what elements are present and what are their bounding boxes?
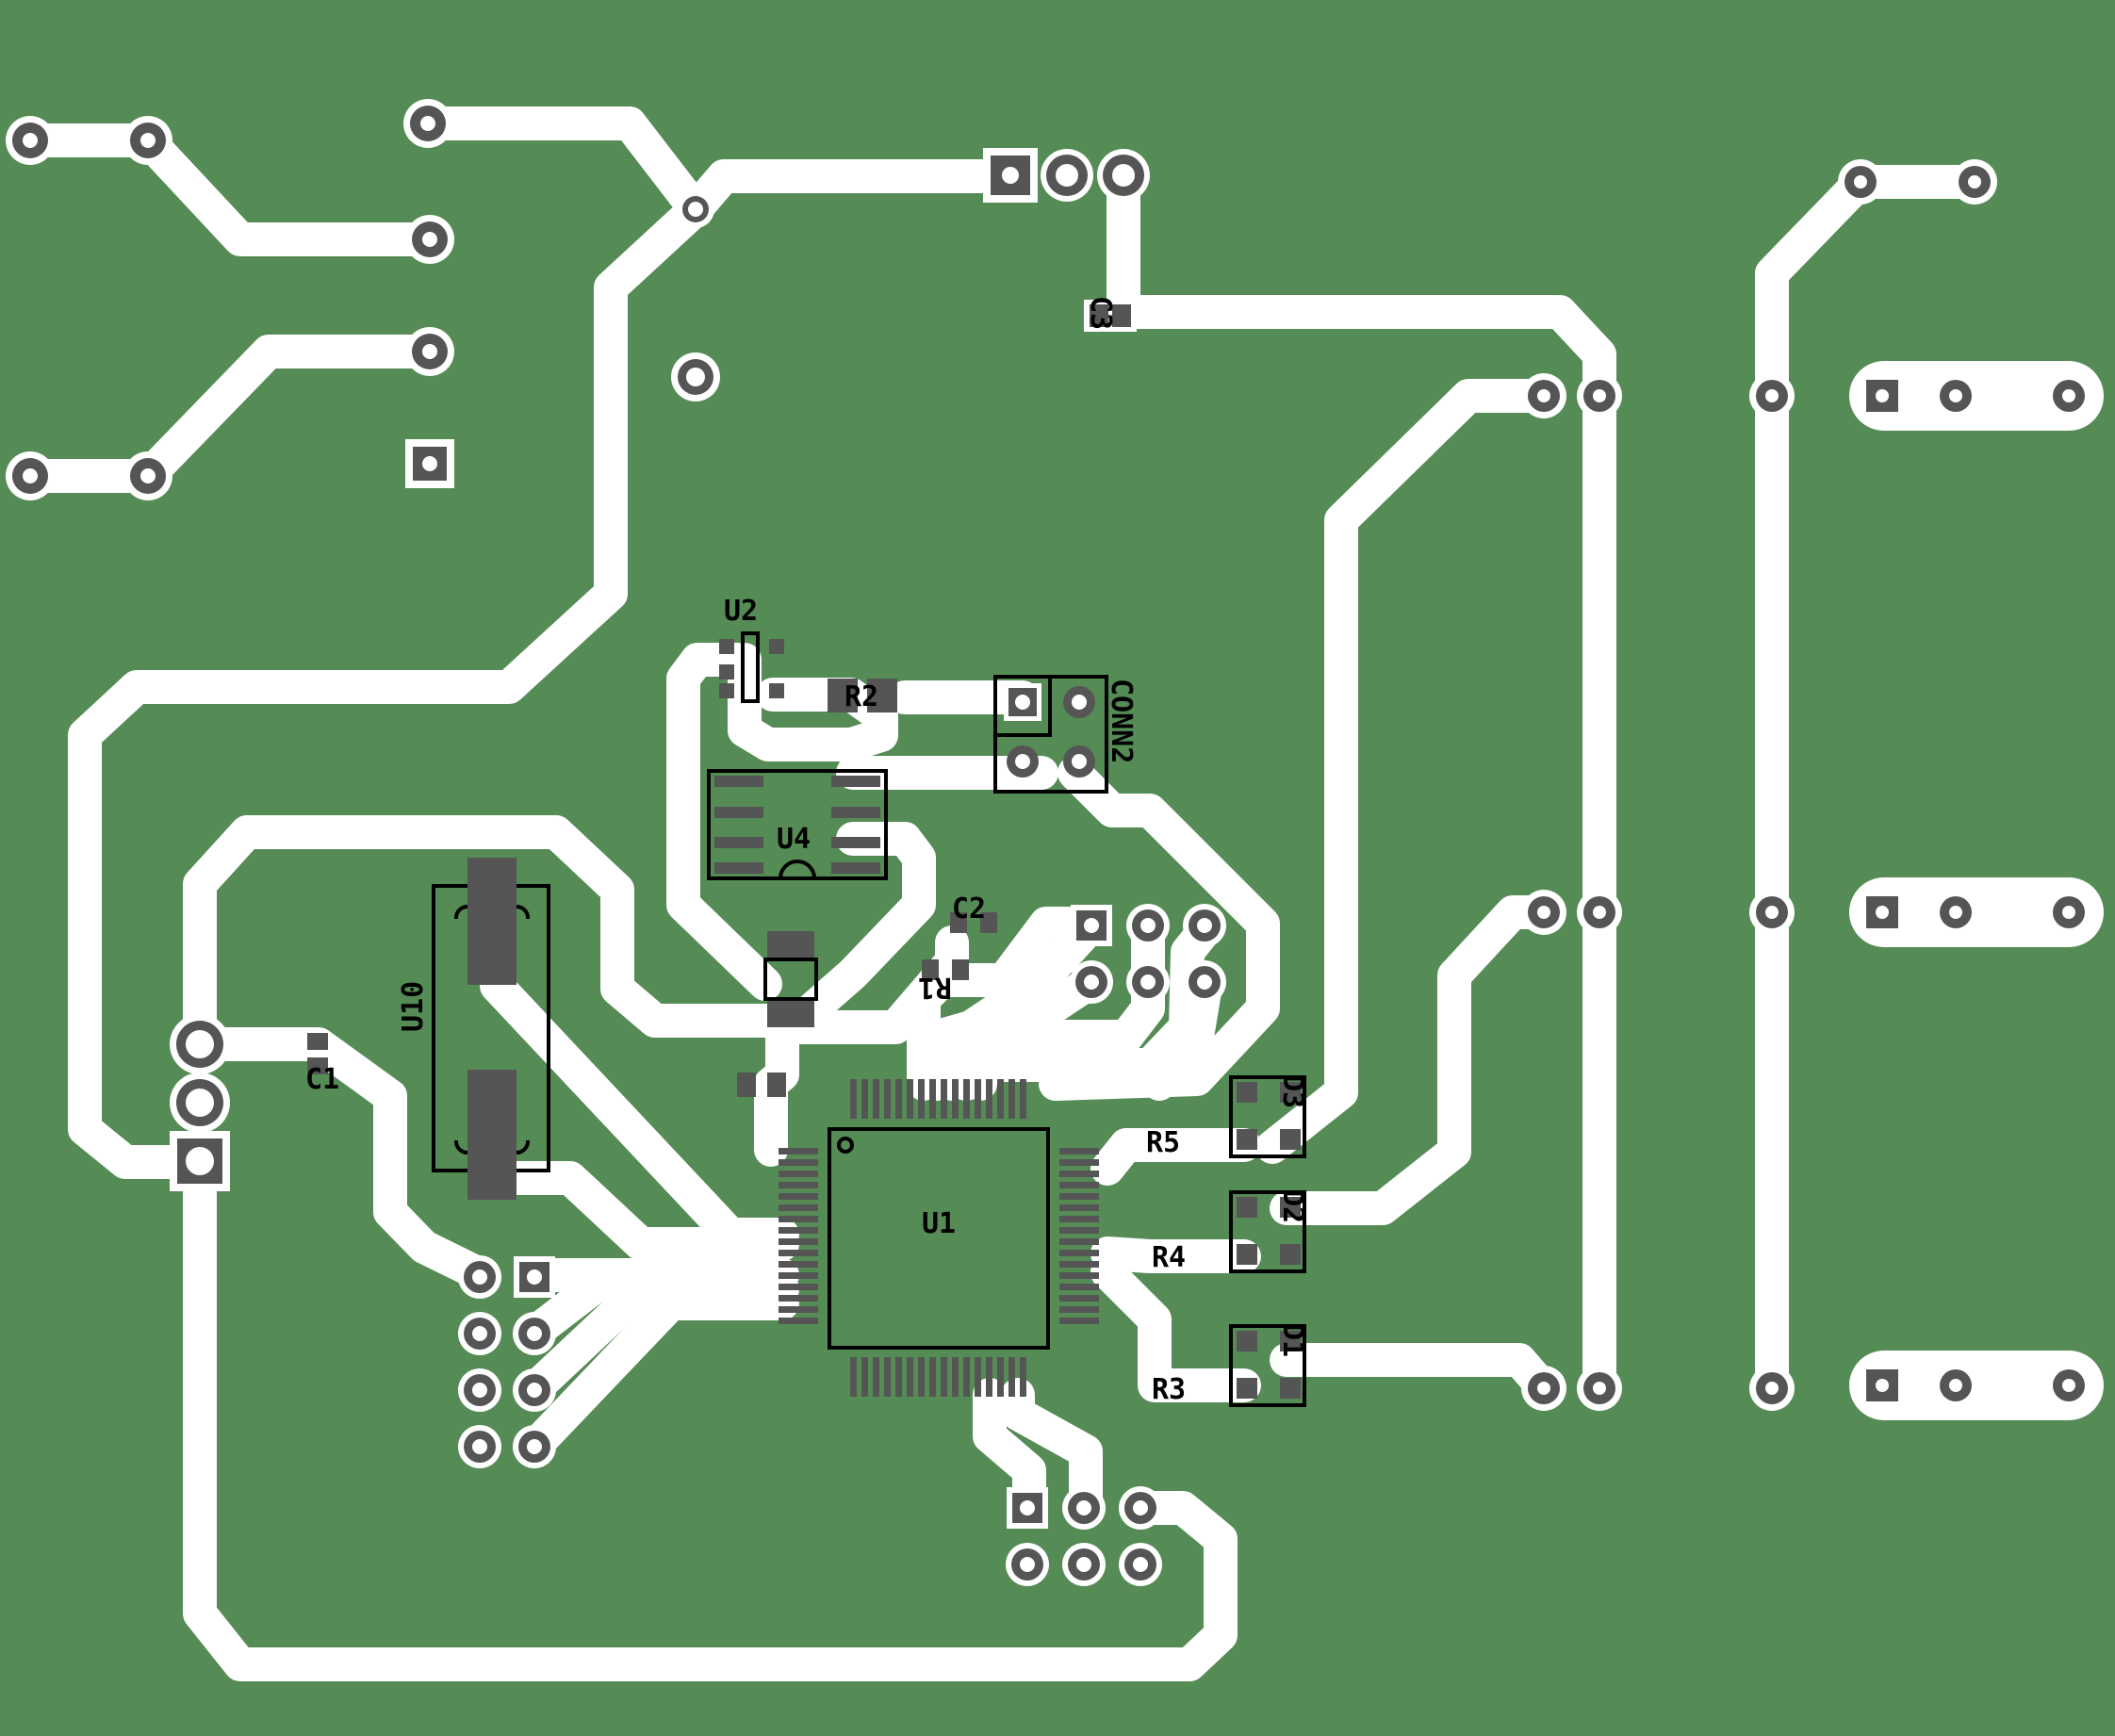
pad-isolated bbox=[671, 352, 720, 401]
hdr-b-3 bbox=[458, 1312, 501, 1355]
hdr-b-2 bbox=[514, 1256, 555, 1298]
pad-r-4 bbox=[1521, 890, 1566, 935]
pad-tl-sq bbox=[405, 439, 454, 488]
label-r4: R4 bbox=[1152, 1241, 1186, 1274]
hdr-a-1 bbox=[1071, 905, 1112, 946]
row3-c bbox=[1849, 1351, 2104, 1420]
label-d1: D1 bbox=[1276, 1323, 1309, 1357]
label-c1: C1 bbox=[305, 1063, 339, 1096]
label-u1: U1 bbox=[922, 1207, 956, 1240]
label-r5: R5 bbox=[1146, 1126, 1180, 1159]
hdr-a-6 bbox=[1183, 960, 1226, 1004]
hdr-a-3 bbox=[1183, 904, 1226, 947]
label-conn2: CONN2 bbox=[1105, 679, 1138, 763]
pad-tl-4 bbox=[405, 215, 454, 264]
pwr-1 bbox=[170, 1014, 230, 1074]
hdr-a-5 bbox=[1126, 960, 1170, 1004]
label-u4: U4 bbox=[777, 823, 811, 856]
hdr-a-2 bbox=[1126, 904, 1170, 947]
hdr-b-8 bbox=[513, 1425, 556, 1468]
pad-tl-2 bbox=[123, 116, 172, 165]
u1-pins-bottom bbox=[850, 1357, 1026, 1397]
hdr-b-5 bbox=[458, 1368, 501, 1412]
pad-tl-6 bbox=[6, 451, 55, 500]
hdr-b-4 bbox=[513, 1312, 556, 1355]
label-c2: C2 bbox=[952, 893, 986, 925]
hdr-a-4 bbox=[1070, 960, 1113, 1004]
label-u2: U2 bbox=[724, 595, 758, 628]
conn2-1 bbox=[1004, 683, 1041, 721]
via-top bbox=[677, 190, 714, 228]
label-r3: R3 bbox=[1152, 1373, 1186, 1406]
through-hole-pads bbox=[6, 99, 2104, 1586]
label-d2: D2 bbox=[1276, 1189, 1309, 1223]
hdr-b-6 bbox=[513, 1368, 556, 1412]
label-c3: C3 bbox=[1084, 296, 1117, 330]
hdr-b-7 bbox=[458, 1425, 501, 1468]
pad-r-3 bbox=[1749, 373, 1795, 418]
hdr-c-4 bbox=[1006, 1543, 1049, 1586]
pad-tl-3 bbox=[403, 99, 452, 148]
pad-tl-1 bbox=[6, 116, 55, 165]
pad-r-top-2 bbox=[1952, 159, 1997, 205]
pad-r-top-1 bbox=[1838, 159, 1883, 205]
pwr-3 bbox=[170, 1131, 230, 1191]
pad-r-7 bbox=[1521, 1366, 1566, 1411]
label-d3: D3 bbox=[1276, 1074, 1309, 1108]
hdr-c-2 bbox=[1062, 1486, 1106, 1530]
label-r2: R2 bbox=[844, 680, 878, 713]
row3-b bbox=[1849, 877, 2104, 947]
label-r1: R1 bbox=[918, 971, 952, 1004]
hdr-c-5 bbox=[1062, 1543, 1106, 1586]
pad-r-8 bbox=[1577, 1366, 1622, 1411]
pad-tl-5 bbox=[405, 327, 454, 376]
hdr-c-6 bbox=[1119, 1543, 1162, 1586]
hdr-c-1 bbox=[1007, 1487, 1048, 1529]
label-u10: U10 bbox=[397, 981, 430, 1032]
conn2-3 bbox=[1007, 745, 1039, 778]
pad-r-1 bbox=[1521, 373, 1566, 418]
hdr-b-1 bbox=[458, 1255, 501, 1299]
u1-pins-right bbox=[1059, 1148, 1099, 1324]
u1-pins-top bbox=[850, 1079, 1026, 1119]
silkscreen-labels: U2 R2 CONN2 U4 C2 R1 U10 C1 U1 R5 R4 R3 … bbox=[305, 296, 1309, 1406]
conn2-2 bbox=[1063, 686, 1095, 718]
pad-top3-3 bbox=[1097, 149, 1150, 202]
conn2-4 bbox=[1063, 745, 1095, 778]
pad-tl-7 bbox=[123, 451, 172, 500]
u1-pins-left bbox=[779, 1148, 818, 1324]
pad-r-5 bbox=[1577, 890, 1622, 935]
pad-top3-1 bbox=[983, 148, 1038, 203]
pad-top3-2 bbox=[1041, 149, 1093, 202]
hdr-c-3 bbox=[1119, 1486, 1162, 1530]
pad-r-2 bbox=[1577, 373, 1622, 418]
pad-r-6 bbox=[1749, 890, 1795, 935]
row3-a bbox=[1849, 361, 2104, 431]
pad-r-9 bbox=[1749, 1366, 1795, 1411]
pwr-2 bbox=[170, 1073, 230, 1133]
smd-components bbox=[307, 300, 1306, 1407]
